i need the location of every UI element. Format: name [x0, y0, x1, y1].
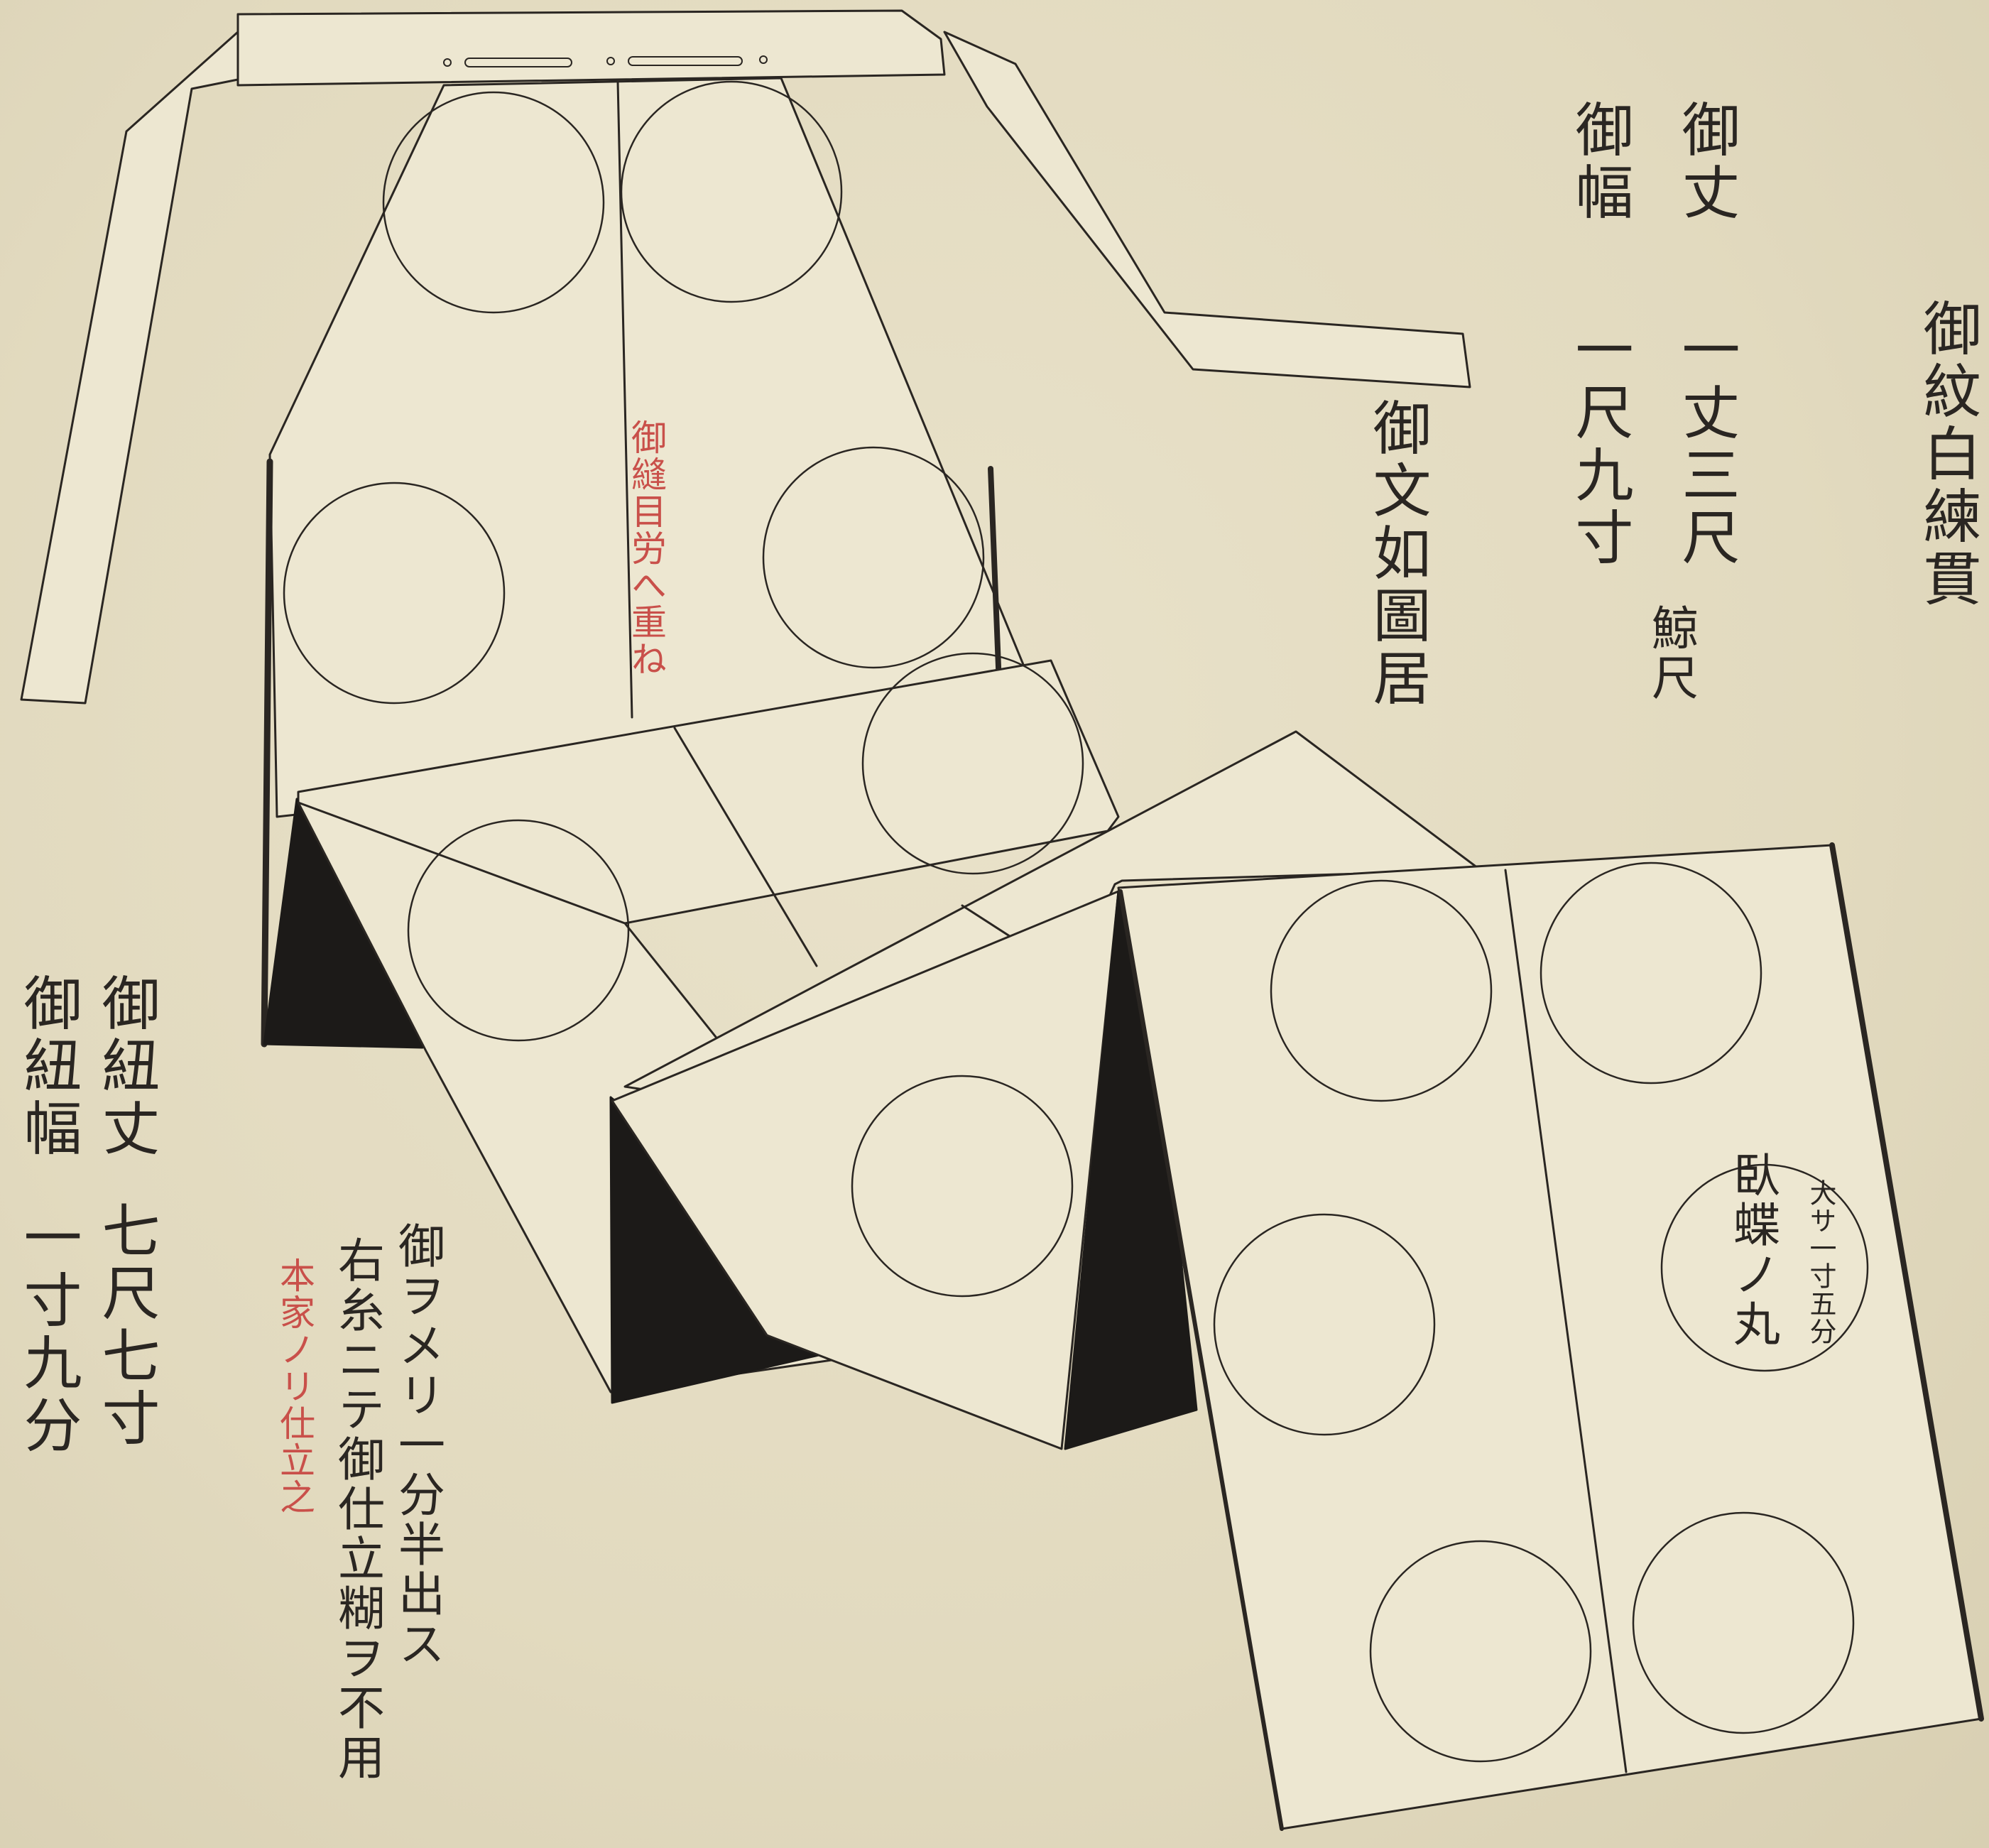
width-label: 御幅: [1565, 99, 1633, 224]
band-stitching: [443, 55, 768, 67]
crest-circle: [762, 446, 985, 669]
crest-circle: [1369, 1540, 1592, 1763]
cord-width-value: 一寸九分: [13, 1207, 81, 1457]
seam-note: 御縫目労へ重ね: [626, 419, 667, 678]
crest-circles: [283, 80, 1869, 1763]
left-cord: [20, 31, 239, 705]
center-seam-top: [616, 80, 633, 719]
length-label: 御丈: [1672, 99, 1739, 224]
descending-panel-2: [611, 890, 1120, 1450]
bottom-panel-right-thick: [1829, 842, 1984, 1722]
width-value: 一尺九寸: [1565, 320, 1633, 570]
crest-circle: [407, 819, 630, 1042]
length-value: 一丈三尺: [1672, 320, 1739, 570]
crest-circle: [1270, 879, 1493, 1102]
crest-circle: [861, 652, 1084, 875]
title-label: 御紋白練貫: [1913, 298, 1980, 611]
crest-circle: [1660, 1163, 1869, 1372]
crest-circle: [620, 80, 843, 303]
seam-fold-1: [673, 727, 818, 967]
crest-circle: [283, 482, 506, 705]
fold-note-1: 御ヲメリ一分半出ス: [391, 1222, 445, 1669]
crest-size-note: 大サ一寸五分: [1805, 1179, 1836, 1345]
right-cord: [943, 31, 1471, 388]
ruler-note: 鯨尺: [1644, 604, 1699, 703]
waist-band: [236, 9, 946, 87]
crest-circle: [382, 91, 605, 314]
bottom-panel-left-thick: [1118, 889, 1284, 1831]
center-seam-bottom: [1504, 869, 1628, 1773]
cord-length-label: 御紐丈: [92, 973, 159, 1161]
crest-circle: [1213, 1213, 1436, 1436]
left-edge-thick: [261, 458, 273, 1048]
crest-circle: [851, 1075, 1074, 1298]
cord-length-value: 七尺七寸: [92, 1200, 159, 1450]
cord-width-label: 御紐幅: [13, 973, 81, 1161]
crest-note: 御文如圖居: [1363, 398, 1430, 710]
crest-type-note: 臥蝶ノ丸: [1726, 1151, 1780, 1349]
fold-note-red: 本家ノリ仕立之: [274, 1257, 315, 1516]
fold-note-2: 右糸ニテ御仕立糊ヲ不用: [330, 1236, 385, 1783]
bottom-panel: [1117, 844, 1983, 1830]
crest-circle: [1540, 862, 1762, 1085]
crest-circle: [1632, 1511, 1855, 1734]
